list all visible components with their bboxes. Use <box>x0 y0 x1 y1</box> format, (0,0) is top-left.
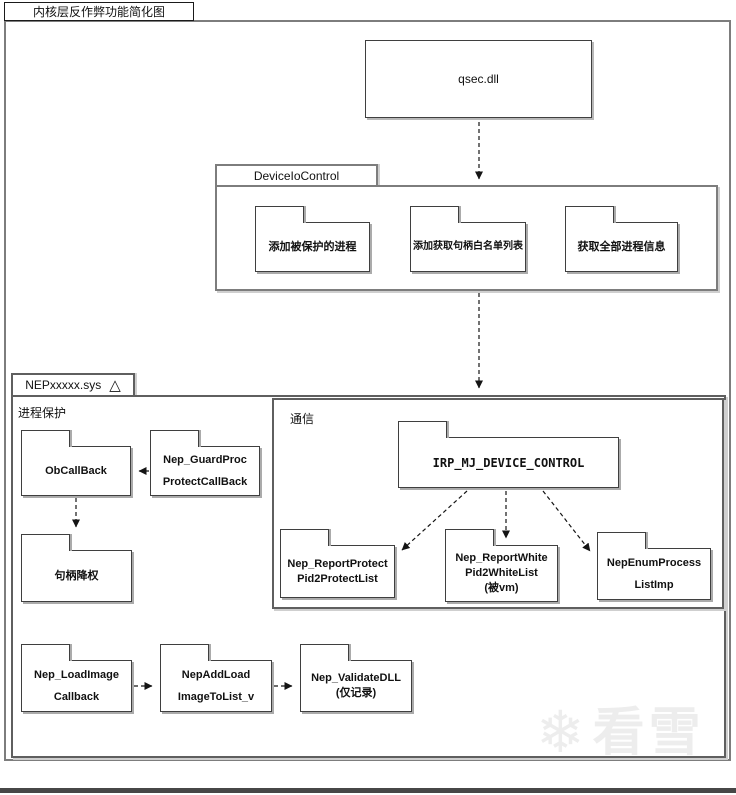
folder-label: 获取全部进程信息 <box>577 241 666 253</box>
package-tab-deviceiocontrol: DeviceIoControl <box>215 164 378 185</box>
folder-add-get-handle-whitelist: 添加获取句柄白名单列表 <box>410 206 526 272</box>
folder-nepaddload-imagetolist: NepAddLoad ImageToList_v <box>160 644 272 712</box>
folder-get-all-process-info: 获取全部进程信息 <box>565 206 678 272</box>
folder-label-line2: Pid2WhiteList <box>465 567 538 580</box>
window-bottom-edge <box>0 788 736 793</box>
folder-nep-loadimage-callback: Nep_LoadImage Callback <box>21 644 132 712</box>
folder-label: IRP_MJ_DEVICE_CONTROL <box>432 455 585 470</box>
folder-nep-reportprotect: Nep_ReportProtect Pid2ProtectList <box>280 529 395 598</box>
diagram-outer-frame <box>4 20 731 761</box>
folder-label-line3: (被vm) <box>484 581 519 594</box>
diagram-title-tab: 内核层反作弊功能简化图 <box>4 2 194 21</box>
package-body-deviceiocontrol <box>215 185 718 291</box>
folder-nepenumprocess: NepEnumProcess ListImp <box>597 532 711 600</box>
folder-label: 添加被保护的进程 <box>268 241 357 253</box>
folder-label-line2: Callback <box>53 691 100 703</box>
node-label: qsec.dll <box>458 72 499 86</box>
group-comm: 通信 <box>272 398 724 609</box>
section-label-comm: 通信 <box>290 412 315 426</box>
folder-label-line1: NepAddLoad <box>181 669 251 681</box>
folder-label-line2: (仅记录) <box>335 687 377 699</box>
watermark-text: 看雪 <box>592 704 705 762</box>
folder-label-line2: ListImp <box>634 579 674 591</box>
triangle-icon: △ <box>109 377 121 394</box>
folder-handle-demote: 句柄降权 <box>21 534 132 602</box>
package-label: NEPxxxxx.sys <box>25 378 102 392</box>
folder-label-line2: ProtectCallBack <box>162 476 248 488</box>
folder-label: ObCallBack <box>45 465 107 477</box>
folder-obcallback: ObCallBack <box>21 430 131 496</box>
package-label: DeviceIoControl <box>253 168 340 183</box>
folder-add-protected-process: 添加被保护的进程 <box>255 206 370 272</box>
package-tab-nep-sys: NEPxxxxx.sys △ <box>11 373 135 395</box>
folder-label: 句柄降权 <box>54 570 99 582</box>
snowflake-icon: ❄ <box>536 700 585 765</box>
folder-label-line1: NepEnumProcess <box>606 557 702 569</box>
folder-nep-reportwhite: Nep_ReportWhite Pid2WhiteList (被vm) <box>445 529 558 602</box>
folder-label-line2: Pid2ProtectList <box>297 572 378 585</box>
folder-nep-validatedll: Nep_ValidateDLL (仅记录) <box>300 644 412 712</box>
section-label-process-protect: 进程保护 <box>18 406 67 420</box>
node-qsec-dll: qsec.dll <box>365 40 592 118</box>
package-body-nep-sys <box>11 395 726 758</box>
folder-irp-mj-device-control: IRP_MJ_DEVICE_CONTROL <box>398 421 619 488</box>
folder-label-line1: Nep_LoadImage <box>34 669 119 681</box>
folder-label-line1: Nep_ReportProtect <box>287 557 388 570</box>
folder-label: 添加获取句柄白名单列表 <box>413 241 523 252</box>
diagram-title: 内核层反作弊功能简化图 <box>32 5 165 19</box>
folder-label-line2: ImageToList_v <box>177 691 255 703</box>
folder-label-line1: Nep_ValidateDLL <box>311 672 401 685</box>
folder-label-line1: Nep_ReportWhite <box>455 552 548 565</box>
watermark: ❄ 看雪 <box>536 698 731 768</box>
folder-nep-guardproc-protectcallback: Nep_GuardProc ProtectCallBack <box>150 430 260 496</box>
folder-label-line1: Nep_GuardProc <box>163 454 247 466</box>
